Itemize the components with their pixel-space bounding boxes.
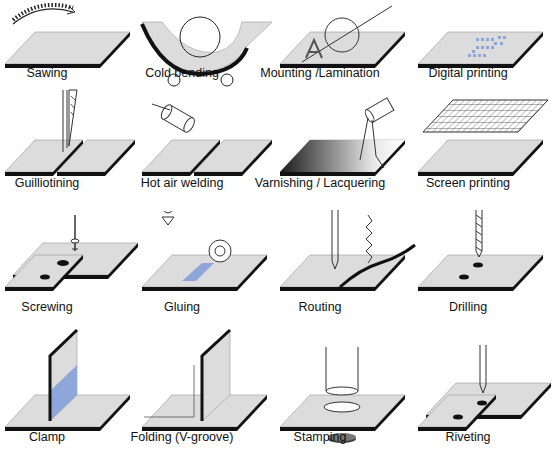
process-label: Cold bending — [145, 66, 219, 80]
drilling-illustration — [418, 210, 543, 291]
routing-illustration — [280, 210, 415, 291]
riveting-illustration — [418, 345, 551, 431]
clamp-illustration — [5, 330, 130, 431]
gluing-illustration — [142, 211, 267, 291]
process-label: Riveting — [445, 430, 490, 444]
stamping-illustration — [280, 347, 405, 443]
process-label: Stamping — [294, 430, 347, 444]
screen-printing-illustration — [418, 100, 548, 176]
process-label: Sawing — [27, 66, 68, 80]
hot-air-welding-illustration — [142, 103, 272, 176]
process-label: Screen printing — [426, 176, 510, 190]
process-label: Digital printing — [428, 66, 507, 80]
cold-bending-illustration — [142, 17, 272, 86]
process-label: Screwing — [21, 300, 72, 314]
process-label: Varnishing / Lacquering — [255, 176, 385, 190]
process-label: Drilling — [449, 300, 487, 314]
process-label: Hot air welding — [141, 176, 224, 190]
process-label: Guilliotining — [15, 176, 80, 190]
screwing-illustration — [5, 215, 138, 291]
process-label: Gluing — [164, 300, 200, 314]
process-label: Routing — [298, 300, 341, 314]
folding-illustration — [142, 330, 267, 431]
process-label: Clamp — [29, 430, 65, 444]
guillotining-illustration — [5, 90, 135, 176]
process-label: Folding (V-groove) — [131, 430, 234, 444]
process-label: Mounting /Lamination — [260, 66, 380, 80]
digital-printing-illustration — [418, 32, 543, 68]
sawing-illustration — [5, 5, 130, 68]
mounting-illustration — [280, 6, 405, 68]
varnishing-illustration — [280, 98, 405, 176]
